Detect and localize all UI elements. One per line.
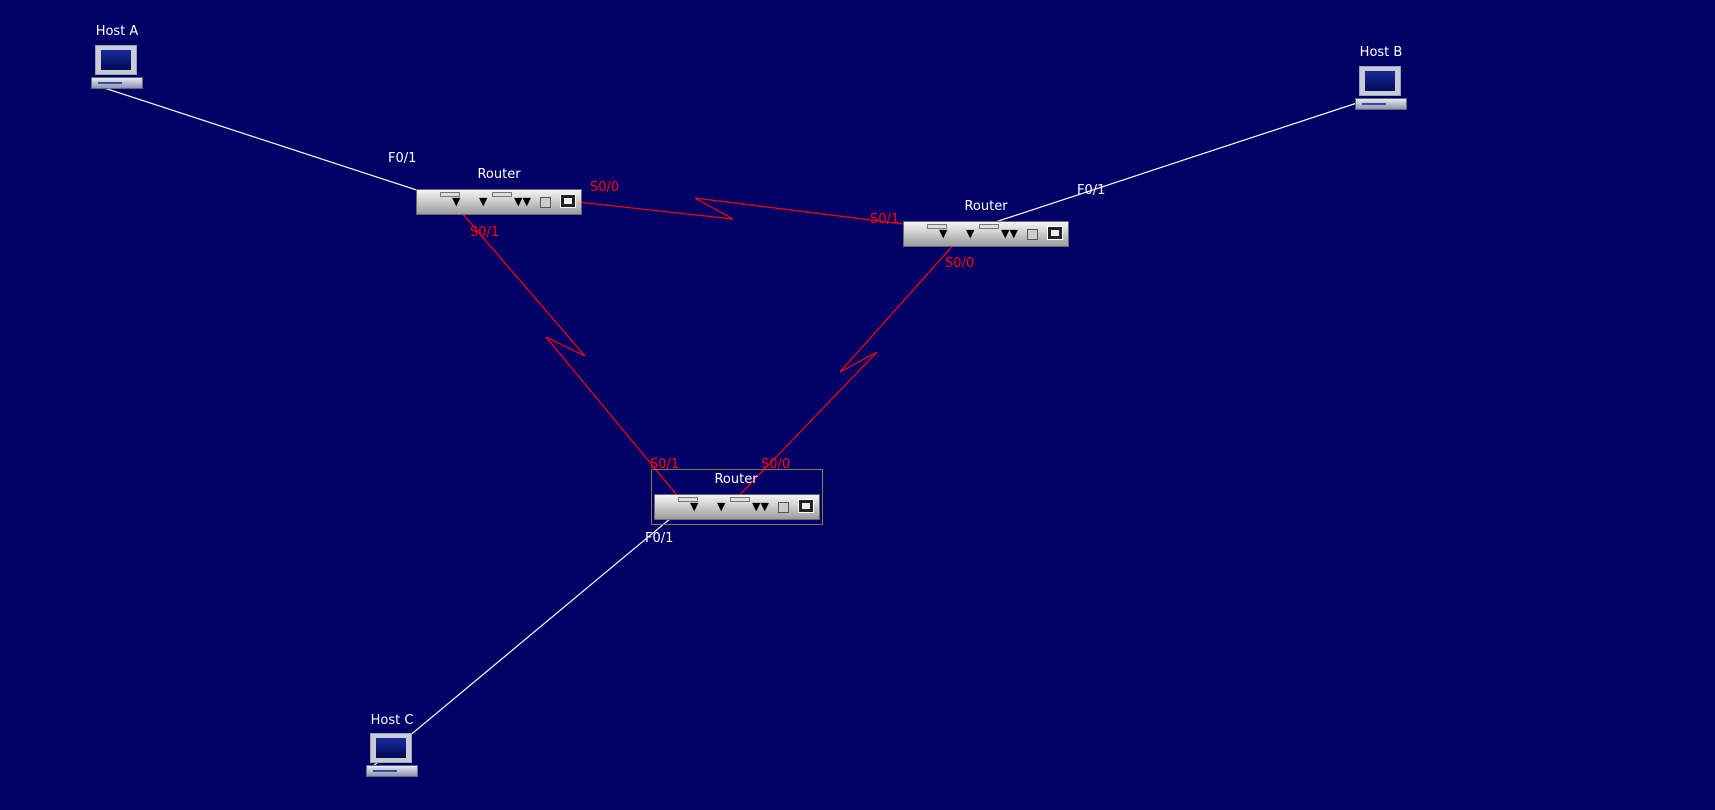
router-slot: [927, 224, 947, 229]
router-port-icon: ▼: [717, 500, 726, 513]
router-slot: [979, 224, 999, 229]
host-b-label: Host B: [1359, 45, 1403, 60]
router-port-icon: ▼▼: [514, 195, 531, 208]
serial-link-router-1-router-2[interactable]: [494, 192, 936, 229]
laptop-screen-icon: [370, 733, 412, 763]
router-port-icon: ▼▼: [1001, 227, 1018, 240]
router-module-icon: [1027, 229, 1038, 240]
router-slot: [678, 497, 698, 502]
router-module-icon: [540, 197, 551, 208]
interface-label-r3-s01: S0/1: [650, 457, 680, 472]
host-a-label: Host A: [95, 24, 139, 39]
router-console-icon: [798, 499, 814, 513]
interface-label-r2-s00: S0/0: [945, 256, 975, 271]
router-port-icon: ▼: [479, 195, 488, 208]
router-slot: [492, 192, 512, 197]
ethernet-link-host-a-router-1[interactable]: [91, 83, 439, 198]
router-port-icon: ▼▼: [752, 500, 769, 513]
laptop-base-icon: [366, 765, 418, 777]
laptop-screen-icon: [95, 45, 137, 75]
router-slot: [440, 192, 460, 197]
host-c-laptop-icon[interactable]: [366, 733, 418, 783]
serial-link-router-2-router-3[interactable]: [729, 231, 966, 506]
router-console-icon: [1047, 226, 1063, 240]
ethernet-link-host-c-router-3[interactable]: [365, 507, 684, 773]
interface-label-r2-s01: S0/1: [870, 212, 900, 227]
router-3-label: Router: [714, 472, 758, 487]
serial-link-router-1-router-3[interactable]: [454, 204, 687, 507]
router-port-icon: ▼: [939, 227, 948, 240]
router-port-icon: ▼: [452, 195, 461, 208]
router-module-icon: [778, 502, 789, 513]
host-a-laptop-icon[interactable]: [91, 45, 143, 95]
router-3-icon[interactable]: ▼ ▼ ▼▼: [654, 494, 820, 520]
router-console-icon: [560, 194, 576, 208]
interface-label-r1-s01: S0/1: [470, 225, 500, 240]
router-slot: [730, 497, 750, 502]
interface-label-r2-f01: F0/1: [1077, 183, 1106, 198]
router-3-selection-frame: [651, 469, 823, 525]
interface-label-r1-s00: S0/0: [590, 180, 620, 195]
host-c-label: Host C: [370, 713, 414, 728]
laptop-screen-icon: [1359, 66, 1401, 96]
router-port-icon: ▼: [690, 500, 699, 513]
host-b-laptop-icon[interactable]: [1355, 66, 1407, 116]
interface-label-r1-f01: F0/1: [388, 151, 417, 166]
router-port-icon: ▼: [966, 227, 975, 240]
interface-label-r3-f01: F0/1: [645, 531, 674, 546]
router-2-label: Router: [964, 199, 1008, 214]
router-1-label: Router: [477, 167, 521, 182]
laptop-base-icon: [1355, 98, 1407, 110]
router-2-icon[interactable]: ▼ ▼ ▼▼: [903, 221, 1069, 247]
laptop-base-icon: [91, 77, 143, 89]
ethernet-link-host-b-router-2[interactable]: [964, 101, 1361, 233]
interface-label-r3-s00: S0/0: [761, 457, 791, 472]
router-1-icon[interactable]: ▼ ▼ ▼▼: [416, 189, 582, 215]
